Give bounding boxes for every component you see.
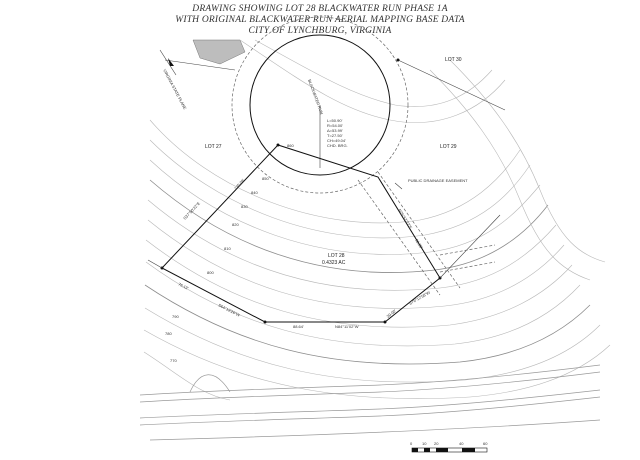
curve-data-block: L=50.90' R=54.00' Δ=53.99' T=27.50' CH=4… [327,118,348,148]
svg-text:L=50.90': L=50.90' [327,118,343,123]
title-line-2: WITH ORIGINAL BLACKWATER RUN AERIAL MAPP… [175,15,465,25]
lot-28-label: LOT 28 [328,253,345,259]
svg-text:S76°12'58"W: S76°12'58"W [408,290,431,306]
cul-de-sac-setback [231,16,409,194]
cul-de-sac [249,34,391,176]
svg-text:Δ=53.99': Δ=53.99' [327,128,343,133]
north-arrow-icon [168,58,174,66]
title-line-3: CITY OF LYNCHBURG, VIRGINIA [248,26,392,36]
svg-text:0: 0 [410,441,413,446]
svg-text:40: 40 [459,441,464,446]
svg-text:820: 820 [232,222,239,227]
title-block: DRAWING SHOWING LOT 28 BLACKWATER RUN PH… [0,4,640,37]
svg-text:R=54.00': R=54.00' [327,123,343,128]
north-arrow-label: VIRGINIA STATE PLANE [162,68,188,110]
svg-text:60: 60 [483,441,488,446]
drainage-easement [357,171,496,296]
lot-28-boundary [161,144,441,323]
svg-text:10: 10 [422,441,427,446]
lot-30-label: LOT 30 [445,57,462,63]
road-bottom [139,364,601,441]
svg-text:T=27.50': T=27.50' [327,133,343,138]
contour-elevation-labels: 860 850 840 830 820 810 800 790 780 770 [165,143,294,363]
svg-text:20: 20 [434,441,439,446]
scale-bar: 0 10 20 40 60 [410,441,488,453]
row-line-east [397,59,506,111]
svg-text:CH=49.04': CH=49.04' [327,138,346,143]
svg-text:S64°19'26"W: S64°19'26"W [218,302,241,317]
svg-text:90.89': 90.89' [414,238,424,250]
svg-text:800: 800 [207,270,214,275]
svg-text:770: 770 [170,358,177,363]
svg-text:790: 790 [172,314,179,319]
title-line-1: DRAWING SHOWING LOT 28 BLACKWATER RUN PH… [192,4,448,14]
svg-text:CHD. BRG.: CHD. BRG. [327,143,348,148]
lot-28-area: 0.4323 AC [322,260,346,266]
svg-text:76.13': 76.13' [178,281,190,290]
svg-text:840: 840 [251,190,258,195]
shaded-parcel [192,39,246,65]
svg-text:88.64': 88.64' [293,324,304,329]
lot-29-30-line [439,214,501,279]
svg-text:830: 830 [241,204,248,209]
lot-29-label: LOT 29 [440,144,457,150]
street-label: BLACKWATER RUN [307,79,324,115]
svg-text:860: 860 [287,143,294,148]
bearing-labels: S37°50'22"E 135.08' S64°19'26"W 76.13' 8… [178,178,432,329]
north-arrow-line [159,49,177,76]
svg-text:780: 780 [165,331,172,336]
svg-text:S37°50'22"E: S37°50'22"E [182,201,201,221]
svg-text:N84°11'02"W: N84°11'02"W [335,324,359,329]
row-line [164,59,236,71]
contour-lines [143,39,611,401]
lot-27-label: LOT 27 [205,144,222,150]
svg-text:810: 810 [224,246,231,251]
easement-label: PUBLIC DRAINAGE EASEMENT [408,178,468,183]
svg-text:39.00': 39.00' [385,308,397,319]
svg-text:850: 850 [262,176,269,181]
